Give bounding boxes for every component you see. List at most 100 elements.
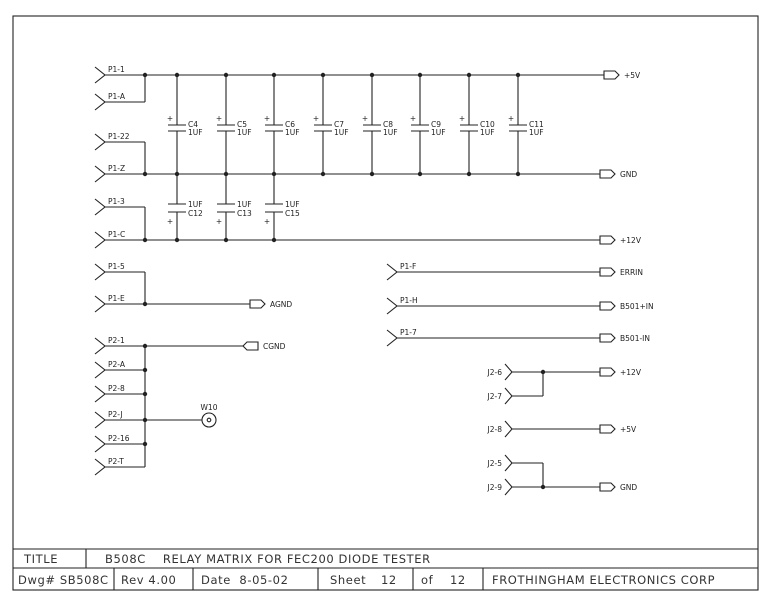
junction-dot [417,72,423,78]
polarity-mark: + [264,114,270,123]
junction-dot [515,171,521,177]
connector-pin-icon [504,454,513,472]
title-block: TITLE B508C RELAY MATRIX FOR FEC200 DIOD… [13,548,758,590]
net-label: AGND [270,300,292,309]
net-label: B501-IN [620,334,650,343]
net-label: B501+IN [620,302,654,311]
capacitor-ref: C10 [480,120,495,129]
junction-dot [271,72,277,78]
junction-dot [142,72,148,78]
off-page-connector-icon [603,70,620,80]
connector-pin-icon [504,478,513,496]
capacitor-ref: C4 [188,120,198,129]
off-page-connector-icon [599,169,616,179]
connector-pin-icon [94,198,106,216]
pin-label: J2-7 [487,392,503,401]
test-point-label: W10 [201,403,218,412]
capacitor-value: 1UF [383,128,398,137]
date: Date 8-05-02 [201,573,288,587]
pin-label: P1-1 [108,65,125,74]
off-page-connector-icon [599,367,616,377]
junction-dot [466,72,472,78]
off-page-connector-icon [599,482,616,492]
connector-pin-icon [94,458,106,476]
off-page-connector-icon [242,341,259,351]
capacitor-ref: C15 [285,209,300,218]
capacitor-value: 1UF [431,128,446,137]
junction-dot [271,237,277,243]
capacitor-ref: C5 [237,120,247,129]
net-label: ERRIN [620,268,643,277]
connector-pin-icon [386,297,398,315]
circuit: P1-1P1-AP1-22P1-ZP1-3P1-C+5VGND+12V+C41U… [94,65,654,496]
net-label: GND [620,170,637,179]
net-label: CGND [263,342,286,351]
junction-dot [369,171,375,177]
connector-pin-icon [94,385,106,403]
off-page-connector-icon [599,424,616,434]
pin-label: P1-A [108,92,126,101]
pin-label: J2-9 [487,483,503,492]
capacitor-ref: C12 [188,209,203,218]
company-name: FROTHINGHAM ELECTRONICS CORP [492,573,715,587]
connector-pin-icon [94,133,106,151]
pin-label: J2-5 [487,459,503,468]
net-label: +12V [620,368,642,377]
off-page-connector-icon [599,333,616,343]
pin-label: J2-6 [487,368,503,377]
net-label: +12V [620,236,642,245]
pin-label: P1-E [108,294,125,303]
pin-label: P2-A [108,360,126,369]
capacitor-value: 1UF [188,128,203,137]
polarity-mark: + [313,114,319,123]
junction-dot [320,171,326,177]
polarity-mark: + [459,114,465,123]
polarity-mark: + [508,114,514,123]
pin-label: P1-H [400,296,418,305]
capacitor-value: 1UF [334,128,349,137]
connector-pin-icon [94,435,106,453]
capacitor-ref: C13 [237,209,252,218]
sheet-label: Sheet [330,573,366,587]
pin-label: P1-3 [108,197,125,206]
connector-pin-icon [386,263,398,281]
junction-dot [223,72,229,78]
junction-dot [174,72,180,78]
net-label: +5V [624,71,641,80]
polarity-mark: + [362,114,368,123]
capacitor-ref: C9 [431,120,441,129]
capacitor-value: 1UF [188,200,203,209]
connector-pin-icon [94,337,106,355]
pin-label: P1-Z [108,164,125,173]
drawing-border [12,15,759,591]
pin-label: P1-7 [400,328,417,337]
connector-pin-icon [504,387,513,405]
polarity-mark: + [167,217,173,226]
off-page-connector-icon [599,235,616,245]
polarity-mark: + [167,114,173,123]
off-page-connector-icon [249,299,266,309]
capacitor-value: 1UF [237,128,252,137]
junction-dot [320,72,326,78]
connector-pin-icon [504,420,513,438]
total-sheets: 12 [450,573,466,587]
capacitor-value: 1UF [529,128,544,137]
polarity-mark: + [410,114,416,123]
junction-dot [142,301,148,307]
capacitor-value: 1UF [285,128,300,137]
pin-label: P1-5 [108,262,125,271]
capacitor-value: 1UF [237,200,252,209]
off-page-connector-icon [599,267,616,277]
pin-label: P1-22 [108,132,130,141]
net-label: GND [620,483,637,492]
revision: Rev 4.00 [121,573,176,587]
connector-pin-icon [386,329,398,347]
junction-dot [223,237,229,243]
junction-dot [417,171,423,177]
pin-label: J2-8 [487,425,503,434]
connector-pin-icon [94,295,106,313]
capacitor-value: 1UF [480,128,495,137]
test-point-center [206,417,212,423]
pin-label: P2-16 [108,434,130,443]
